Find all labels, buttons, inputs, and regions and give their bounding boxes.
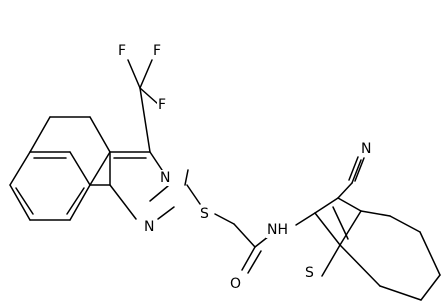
bond-line	[69, 151, 91, 186]
bond-line	[139, 59, 153, 89]
thiophene-sulfur-label: S	[305, 265, 314, 281]
bond-line	[295, 212, 316, 226]
fluorine-atom-label: F	[158, 97, 166, 113]
pyrimidine-nitrogen-label: N	[160, 170, 170, 186]
carbonyl-oxygen-label: O	[230, 276, 241, 292]
atom-label-background	[266, 222, 289, 238]
atom-label-background	[159, 170, 172, 186]
bond-line	[139, 87, 159, 105]
atom-label-background	[143, 219, 156, 235]
bond-line	[89, 116, 111, 153]
bond-line	[339, 210, 362, 246]
bond-line	[351, 159, 362, 184]
fluorine-atom-label: F	[153, 43, 161, 59]
bond-line	[9, 151, 31, 186]
fluorine-atom-label: F	[118, 43, 126, 59]
bond-line	[149, 185, 169, 202]
atom-label-background	[152, 43, 163, 59]
atom-label-background	[199, 206, 210, 222]
bond-line	[66, 187, 85, 215]
bond-line	[348, 156, 359, 181]
bond-lines	[9, 59, 441, 301]
atom-label-background	[229, 276, 243, 292]
nitrile-nitrogen-label: N	[361, 141, 371, 157]
bond-line	[149, 151, 163, 171]
atom-label-background	[360, 141, 373, 157]
bond-line	[420, 274, 441, 301]
bond-line	[184, 169, 189, 186]
bond-line	[127, 59, 141, 89]
bond-line	[314, 197, 339, 214]
pyrimidine-nitrogen-label: N	[144, 219, 154, 235]
bond-line	[332, 206, 349, 240]
atom-label-background	[304, 265, 315, 281]
bond-line	[389, 215, 421, 233]
thioether-sulfur-label: S	[200, 206, 209, 222]
bond-line	[419, 231, 441, 276]
bond-line	[109, 184, 137, 220]
amide-nh-label: NH	[267, 222, 288, 238]
bond-line	[139, 87, 151, 153]
bond-line	[321, 244, 341, 277]
bond-line	[233, 223, 256, 248]
bond-line	[339, 244, 381, 287]
bond-line	[9, 184, 31, 221]
bond-line	[314, 212, 341, 246]
bond-line	[29, 116, 51, 153]
atom-label-background	[157, 97, 168, 113]
bond-line	[15, 187, 34, 215]
bond-line	[89, 151, 111, 186]
bond-line	[354, 157, 365, 182]
bond-line	[214, 213, 235, 225]
bond-line	[69, 184, 91, 221]
atom-labels: F F F N N S NH O N S	[117, 43, 373, 292]
bond-line	[337, 182, 353, 199]
bond-line	[360, 210, 391, 217]
bond-line	[241, 246, 256, 271]
atom-label-background	[117, 43, 128, 59]
bond-line	[247, 250, 262, 274]
bond-line	[379, 285, 422, 301]
bond-line	[337, 197, 362, 212]
bond-line	[186, 184, 201, 205]
bond-line	[157, 206, 175, 220]
